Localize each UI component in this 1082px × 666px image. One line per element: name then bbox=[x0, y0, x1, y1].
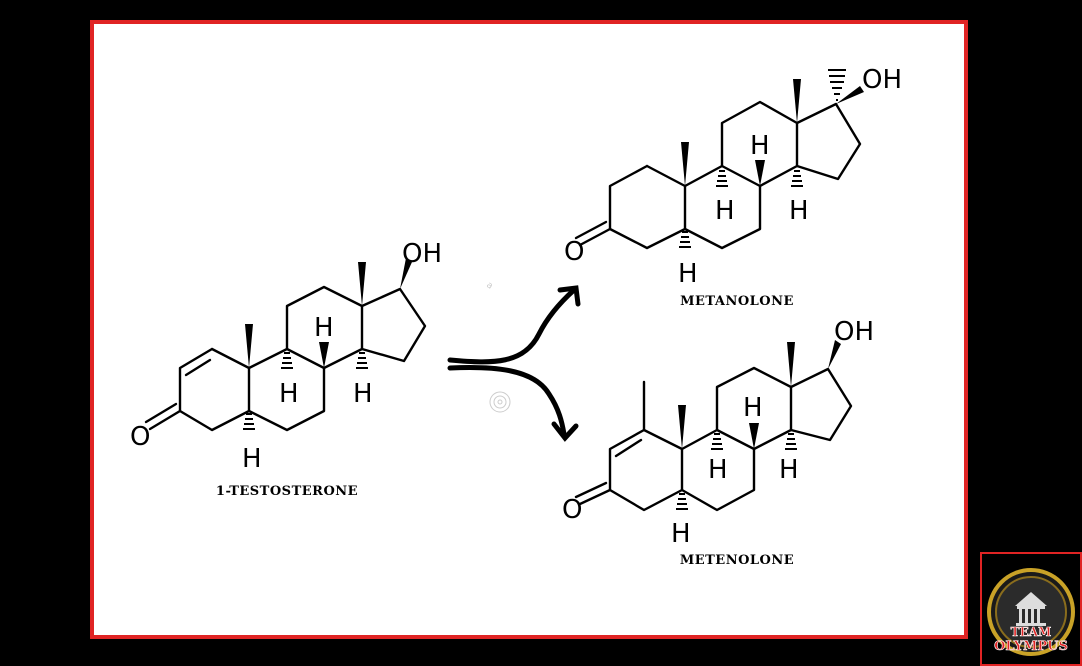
atom-hydrogen: H bbox=[708, 455, 728, 485]
atom-hydrogen: H bbox=[279, 379, 299, 409]
team-olympus-logo: TEAM OLYMPUS bbox=[980, 552, 1082, 666]
atom-hydrogen: H bbox=[750, 131, 770, 161]
atom-hydrogen: H bbox=[789, 196, 809, 226]
atom-oxygen: O bbox=[130, 422, 150, 452]
atom-hydrogen: H bbox=[743, 393, 763, 423]
atom-hydrogen: H bbox=[779, 455, 799, 485]
atom-hydrogen: H bbox=[678, 259, 698, 289]
atom-oxygen: O bbox=[562, 495, 582, 525]
logo-line1: TEAM bbox=[1011, 625, 1052, 639]
atom-oxygen: O bbox=[564, 237, 584, 267]
temple-icon bbox=[1015, 592, 1047, 626]
structure-metenolone: O H H H H OH bbox=[562, 317, 874, 549]
logo-line2: OLYMPUS bbox=[994, 639, 1068, 654]
compound-label-metanolone: METANOLONE bbox=[680, 294, 794, 309]
atom-hydroxyl: OH bbox=[834, 317, 874, 347]
svg-text:a: a bbox=[484, 280, 494, 291]
atom-hydrogen: H bbox=[353, 379, 373, 409]
atom-hydrogen: H bbox=[715, 196, 735, 226]
atom-hydrogen: H bbox=[242, 444, 262, 474]
diagram-panel: a bbox=[90, 20, 968, 639]
structure-metanolone: O H H H H OH bbox=[564, 65, 902, 289]
reaction-diagram: a bbox=[130, 65, 902, 549]
atom-hydrogen: H bbox=[314, 313, 334, 343]
atom-hydroxyl: OH bbox=[402, 239, 442, 269]
atom-hydrogen: H bbox=[671, 519, 691, 549]
atom-hydroxyl: OH bbox=[862, 65, 902, 95]
watermark: a bbox=[484, 280, 511, 413]
reaction-arrows bbox=[447, 285, 581, 442]
compound-label-metenolone: METENOLONE bbox=[679, 553, 795, 568]
compound-label-1-testosterone: 1-TESTOSTERONE bbox=[215, 484, 359, 499]
structure-1-testosterone: O H H H H OH bbox=[130, 239, 442, 474]
